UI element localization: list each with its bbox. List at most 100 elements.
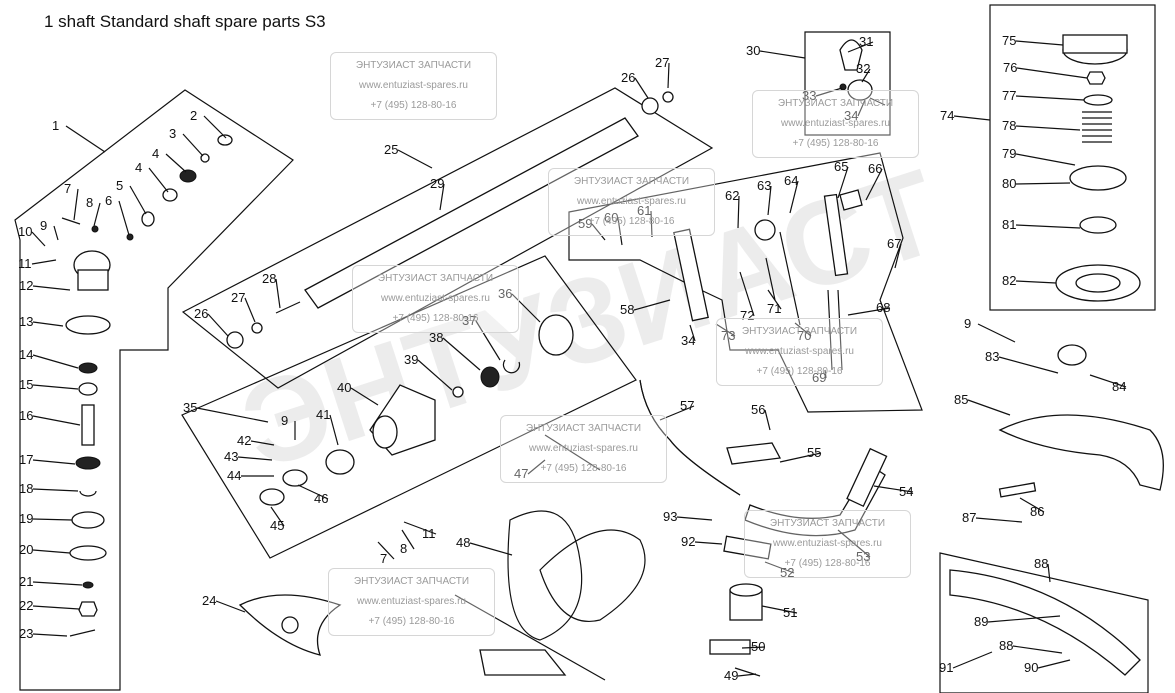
part-number-label: 34: [681, 333, 695, 348]
leader-line: [676, 516, 713, 521]
part-number-label: 26: [621, 70, 635, 85]
part-number-label: 16: [19, 408, 33, 423]
part-number-label: 4: [152, 146, 159, 161]
part-number-label: 41: [316, 407, 330, 422]
part-number-label: 33: [802, 88, 816, 103]
part-number-label: 2: [190, 108, 197, 123]
part-number-label: 67: [887, 236, 901, 251]
leader-line: [987, 615, 1061, 623]
leader-line: [403, 521, 437, 535]
leader-line: [1015, 224, 1081, 229]
leader-line: [32, 354, 79, 369]
leader-line: [118, 200, 130, 236]
leader-line: [857, 99, 866, 117]
part-number-label: 27: [655, 55, 669, 70]
part-number-label: 44: [227, 468, 241, 483]
watermark-stamp: ЭНТУЗИАСТ ЗАПЧАСТИ www.entuziast-spares.…: [500, 415, 667, 483]
part-number-label: 71: [767, 301, 781, 316]
watermark-name: ЭНТУЗИАСТ ЗАПЧАСТИ: [353, 576, 470, 587]
part-number-label: 53: [856, 549, 870, 564]
part-number-label: 35: [183, 400, 197, 415]
leader-line: [739, 271, 755, 317]
part-number-label: 11: [422, 526, 436, 541]
leader-line: [1015, 182, 1071, 185]
leader-line: [764, 409, 771, 431]
leader-line: [527, 459, 546, 475]
part-74-group: [1055, 34, 1141, 302]
watermark-name: ЭНТУЗИАСТ ЗАПЧАСТИ: [525, 423, 642, 434]
watermark-phone: +7 (495) 128-80-16: [756, 366, 843, 377]
frame-clutch: [181, 255, 637, 559]
part-number-label: 6: [105, 193, 112, 208]
leader-line: [759, 50, 806, 59]
watermark-site: www.entuziast-spares.ru: [773, 538, 882, 549]
leader-line: [967, 399, 1011, 416]
part-number-label: 18: [19, 481, 33, 496]
leader-line: [32, 518, 73, 521]
leader-line: [32, 459, 76, 465]
part-number-label: 9: [281, 413, 288, 428]
part-number-label: 31: [859, 34, 873, 49]
leader-line: [737, 673, 757, 677]
leader-line: [244, 297, 256, 323]
part-number-label: 54: [899, 484, 913, 499]
part-number-label: 36: [498, 286, 512, 301]
leader-line: [977, 323, 1016, 343]
leader-line: [53, 225, 59, 241]
leader-line: [794, 322, 812, 337]
leader-line: [837, 529, 871, 558]
part-number-label: 14: [19, 347, 33, 362]
clutch-parts: [259, 314, 574, 506]
leader-line: [764, 561, 795, 574]
watermark-phone: +7 (495) 128-80-16: [392, 313, 479, 324]
leader-line: [275, 278, 281, 309]
part-number-label: 15: [19, 377, 33, 392]
part-number-label: 45: [270, 518, 284, 533]
part-number-label: 52: [780, 565, 794, 580]
leader-line: [715, 323, 736, 337]
leader-line: [737, 195, 740, 229]
part-number-label: 90: [1024, 660, 1038, 675]
leader-line: [73, 188, 79, 221]
part-number-label: 28: [262, 271, 276, 286]
watermark-name: ЭНТУЗИАСТ ЗАПЧАСТИ: [777, 98, 894, 109]
leader-line: [952, 651, 993, 669]
leader-line: [442, 337, 481, 371]
part-number-label: 75: [1002, 33, 1016, 48]
watermark-name: ЭНТУЗИАСТ ЗАПЧАСТИ: [741, 326, 858, 337]
part-number-label: 61: [637, 203, 651, 218]
right-parts: [238, 344, 1164, 681]
part-number-label: 5: [116, 178, 123, 193]
part-number-label: 25: [384, 142, 398, 157]
part-number-label: 26: [194, 306, 208, 321]
leader-line: [32, 581, 83, 586]
part-number-label: 93: [663, 509, 677, 524]
watermark-stamp: ЭНТУЗИАСТ ЗАПЧАСТИ www.entuziast-spares.…: [752, 90, 919, 158]
leader-line: [667, 62, 670, 89]
part-number-label: 89: [974, 614, 988, 629]
leader-line: [761, 605, 798, 614]
leader-line: [779, 452, 822, 463]
part-number-label: 88: [999, 638, 1013, 653]
part-number-label: 7: [380, 551, 387, 566]
leader-line: [32, 384, 79, 390]
leader-line: [93, 202, 101, 227]
part-number-label: 91: [939, 660, 953, 675]
part-number-label: 38: [429, 330, 443, 345]
part-number-label: 51: [783, 605, 797, 620]
leader-line: [237, 456, 273, 461]
watermark-stamp: ЭНТУЗИАСТ ЗАПЧАСТИ www.entuziast-spares.…: [548, 168, 715, 236]
throttle-parts: [673, 189, 863, 371]
leader-line: [634, 77, 649, 99]
part-number-label: 49: [724, 668, 738, 683]
watermark-stamp: ЭНТУЗИАСТ ЗАПЧАСТИ www.entuziast-spares.…: [352, 265, 519, 333]
watermark-phone: +7 (495) 128-80-16: [588, 216, 675, 227]
watermark-stamp: ЭНТУЗИАСТ ЗАПЧАСТИ www.entuziast-spares.…: [328, 568, 495, 636]
watermark-phone: +7 (495) 128-80-16: [540, 463, 627, 474]
leader-line: [1016, 67, 1088, 79]
part-number-label: 21: [19, 574, 33, 589]
part-number-label: 20: [19, 542, 33, 557]
leader-line: [511, 293, 541, 323]
part-number-label: 68: [876, 300, 890, 315]
